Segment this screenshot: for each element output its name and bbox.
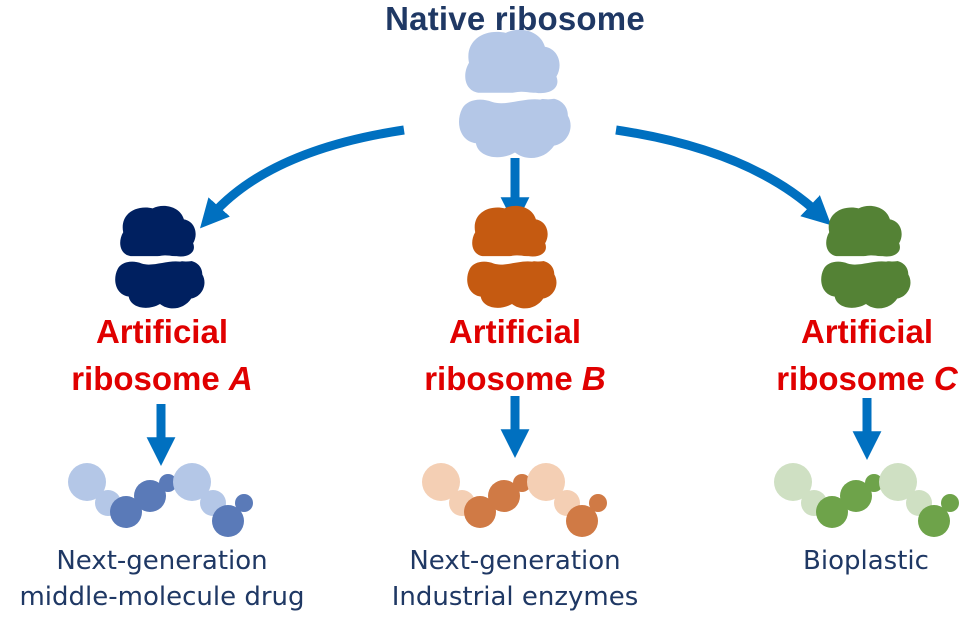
- subunit-gap: [112, 255, 211, 266]
- subunit-gap: [818, 255, 917, 266]
- product-a-line1: Next-generation: [56, 546, 268, 576]
- ribosome-c-icon: [818, 205, 917, 309]
- protein-chain-c-icon: [774, 463, 959, 537]
- protein-chain-b-icon: [422, 463, 607, 537]
- arrow-to-ribosome-c: [615, 125, 832, 226]
- product-b-line1: Next-generation: [409, 546, 621, 576]
- ribosome-b-icon: [464, 205, 563, 309]
- subunit-gap: [464, 255, 563, 266]
- arrow-to-ribosome-a: [200, 125, 405, 229]
- protein-chain-a-icon: [68, 463, 253, 537]
- product-c-line1: Bioplastic: [803, 546, 929, 576]
- artificial-ribosome-b-label: Artificial ribosome B: [355, 308, 675, 402]
- native-ribosome-icon: [456, 29, 579, 159]
- label-line2: ribosome B: [424, 360, 606, 397]
- product-a-line2: middle-molecule drug: [19, 582, 305, 612]
- product-a-caption: Next-generation middle-molecule drug: [0, 543, 332, 615]
- label-line2: ribosome A: [71, 360, 253, 397]
- native-ribosome-title: Native ribosome: [385, 0, 645, 37]
- product-c-caption: Bioplastic: [696, 543, 980, 579]
- subunit-gap: [456, 91, 579, 104]
- product-b-line2: Industrial enzymes: [391, 582, 639, 612]
- ribosome-a-icon: [112, 205, 211, 309]
- artificial-ribosome-c-label: Artificial ribosome C: [707, 308, 980, 402]
- label-line1: Artificial: [800, 313, 934, 350]
- artificial-ribosome-a-label: Artificial ribosome A: [2, 308, 322, 402]
- label-line1: Artificial: [448, 313, 582, 350]
- label-line2: ribosome C: [776, 360, 958, 397]
- product-b-caption: Next-generation Industrial enzymes: [345, 543, 685, 615]
- label-line1: Artificial: [95, 313, 229, 350]
